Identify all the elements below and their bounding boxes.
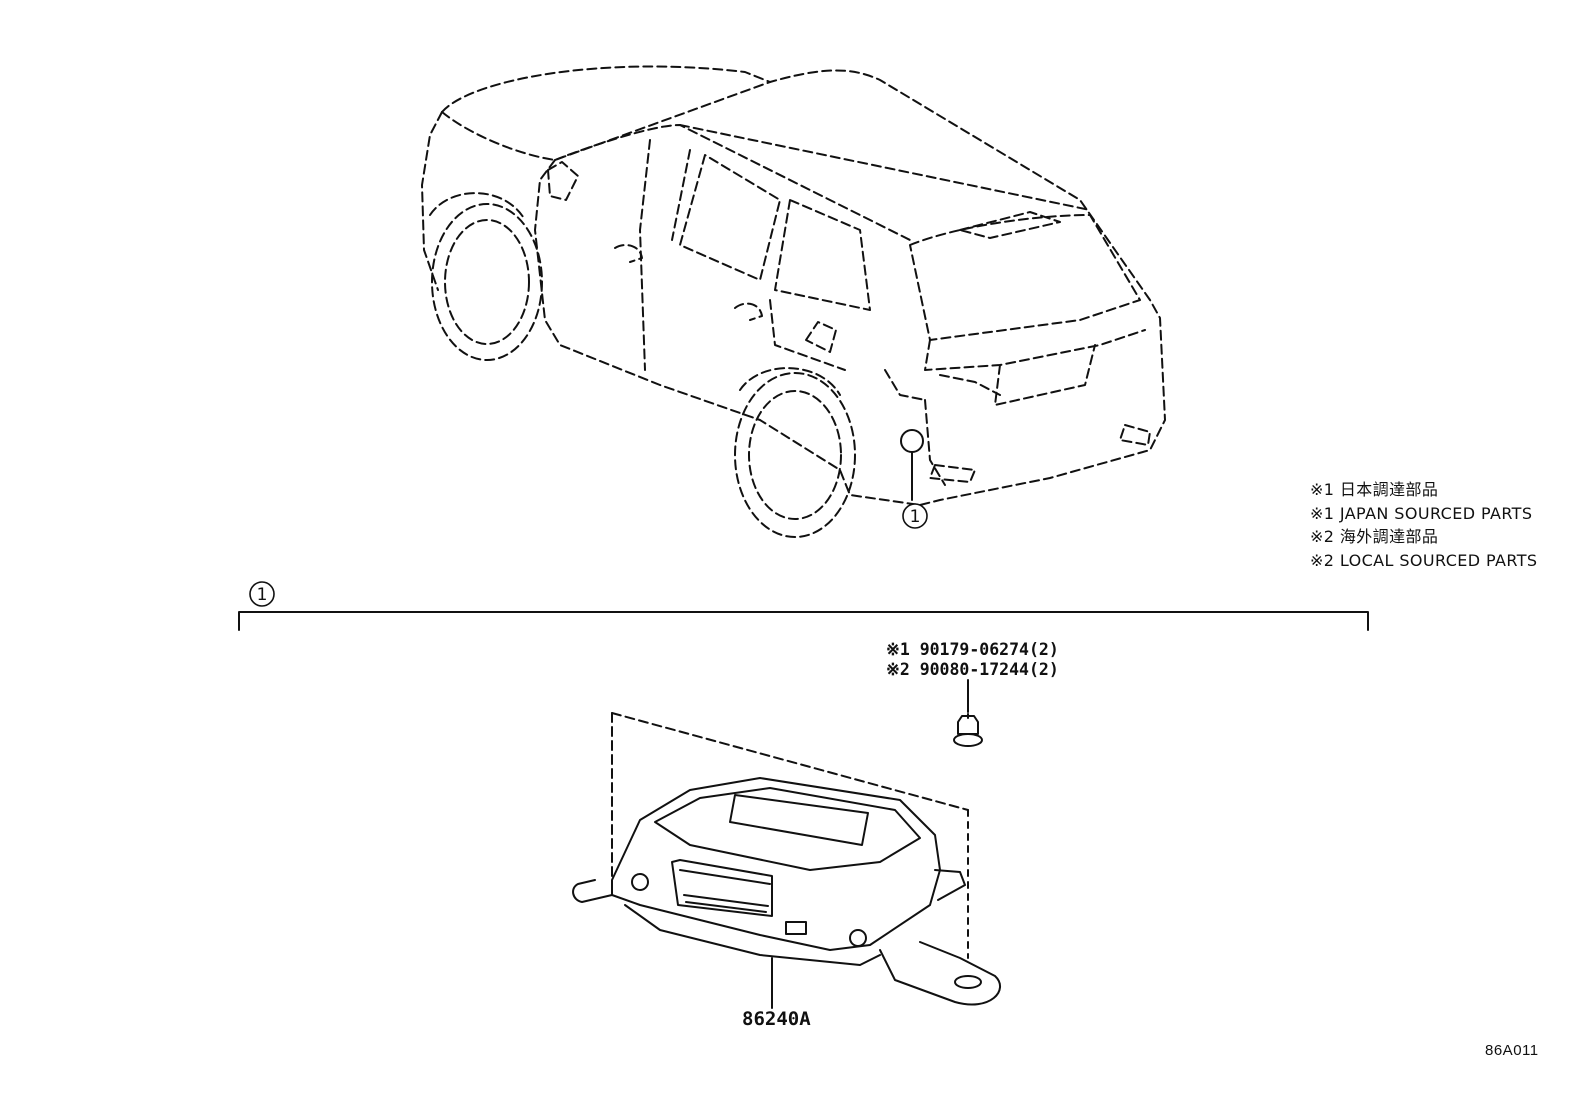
svg-text:1: 1 bbox=[257, 585, 268, 605]
car-callout: 1 bbox=[902, 503, 928, 529]
bolt-part-number-japan[interactable]: ※1 90179-06274(2) bbox=[886, 640, 1059, 659]
vehicle-outline bbox=[421, 65, 1166, 538]
legend-line: ※1 JAPAN SOURCED PARTS bbox=[1310, 503, 1533, 523]
sensor-module bbox=[572, 777, 1001, 1006]
svg-text:1: 1 bbox=[910, 507, 921, 527]
legend-line: ※2 海外調達部品 bbox=[1310, 527, 1439, 546]
bolt-part-number-local[interactable]: ※2 90080-17244(2) bbox=[886, 660, 1059, 679]
assembly-guides bbox=[611, 689, 969, 959]
bolt-icon bbox=[953, 715, 983, 747]
sourcing-legend: ※1 日本調達部品 ※1 JAPAN SOURCED PARTS ※2 海外調達… bbox=[1310, 478, 1585, 572]
diagram-code: 86A011 bbox=[1485, 1042, 1539, 1059]
legend-line: ※1 日本調達部品 bbox=[1310, 480, 1439, 499]
assembly-callout: 1 bbox=[249, 581, 275, 607]
assembly-bracket-line bbox=[238, 611, 1369, 631]
sensor-location-marker bbox=[900, 429, 924, 453]
module-part-number[interactable]: 86240A bbox=[742, 1008, 811, 1030]
legend-line: ※2 LOCAL SOURCED PARTS bbox=[1310, 550, 1538, 570]
